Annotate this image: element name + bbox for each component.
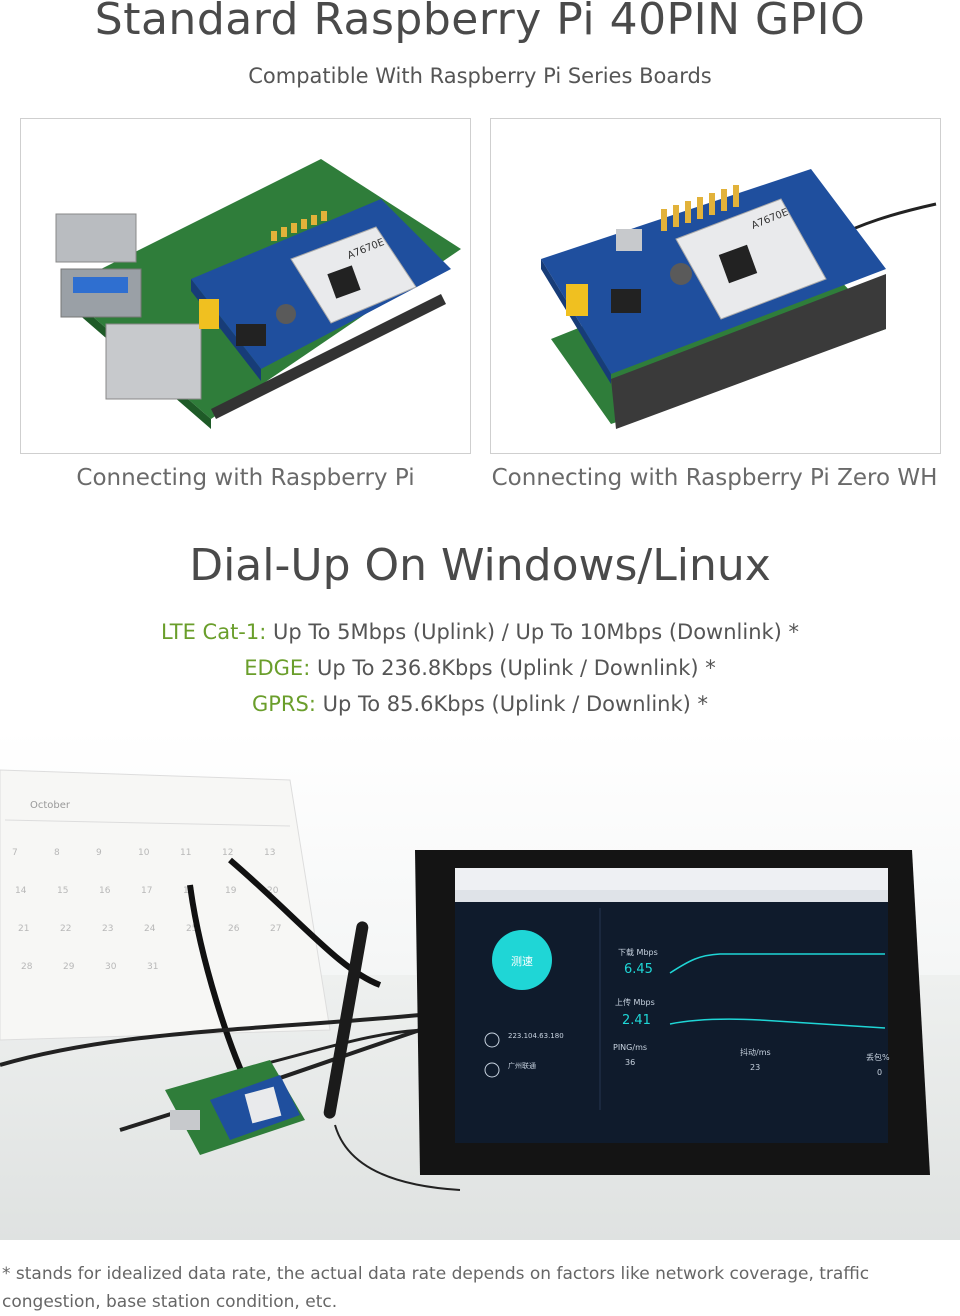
upload-value: 2.41 [622,1013,651,1028]
loss-label: 丢包% [866,1052,890,1062]
calendar-day: 11 [180,848,191,858]
calendar-day: 28 [21,962,33,972]
calendar-day: 20 [267,886,279,896]
spec-gprs: GPRS: Up To 85.6Kbps (Uplink / Downlink)… [0,692,960,716]
calendar-day: 19 [225,886,237,896]
speedtest-button: 测速 [511,955,533,968]
page-title: Standard Raspberry Pi 40PIN GPIO [94,0,866,45]
jitter-label: 抖动/ms [740,1047,771,1057]
calendar-day: 16 [99,886,111,896]
calendar-day: 29 [63,962,75,972]
ping-label: PING/ms [613,1043,647,1052]
ip-address: 223.104.63.180 [508,1032,564,1040]
spec-text: Up To 5Mbps (Uplink) / Up To 10Mbps (Dow… [266,620,800,644]
ping-value: 36 [625,1058,635,1067]
upload-label: 上传 Mbps [615,997,655,1007]
calendar-day: 25 [186,924,197,934]
calendar-day: 17 [141,886,152,896]
raspberry-pi-hat-illustration: A7670E [55,159,461,429]
calendar-day: 22 [60,924,71,934]
section-title: Dial-Up On Windows/Linux [189,540,771,591]
photo-raspberry-pi: A7670E [20,118,471,454]
jitter-value: 23 [750,1063,760,1072]
spec-edge: EDGE: Up To 236.8Kbps (Uplink / Downlink… [0,656,960,680]
calendar-day: 14 [15,886,27,896]
spec-text: Up To 236.8Kbps (Uplink / Downlink) * [310,656,716,680]
spec-key: EDGE: [244,656,311,680]
calendar-day: 30 [105,962,117,972]
calendar-day: 7 [12,848,18,858]
raspberry-pi-zero-hat-illustration: A7670E [541,169,937,429]
calendar-day: 10 [138,848,150,858]
caption-raspberry-pi: Connecting with Raspberry Pi [76,465,415,491]
loss-value: 0 [877,1068,882,1077]
calendar-day: 9 [96,848,102,858]
caption-raspberry-pi-zero: Connecting with Raspberry Pi Zero WH [491,465,938,491]
calendar-day: 24 [144,924,156,934]
calendar-day: 8 [54,848,60,858]
calendar-day: 13 [264,848,275,858]
isp-name: 广州联通 [508,1061,536,1070]
calendar-day: 26 [228,924,240,934]
spec-key: LTE Cat-1: [160,620,267,644]
calendar-month: October [30,800,71,811]
download-value: 6.45 [624,962,653,977]
page-subtitle: Compatible With Raspberry Pi Series Boar… [248,64,712,88]
download-label: 下载 Mbps [618,947,658,957]
footnote: * stands for idealized data rate, the ac… [2,1264,870,1312]
photo-raspberry-pi-zero: A7670E [490,118,941,454]
calendar-day: 23 [102,924,113,934]
calendar-day: 15 [57,886,68,896]
calendar-day: 12 [222,848,233,858]
spec-key: GPRS: [251,692,316,716]
calendar-day: 27 [270,924,281,934]
calendar: October [0,769,331,1041]
calendar-day: 31 [147,962,158,972]
calendar-day: 21 [18,924,29,934]
spec-lte: LTE Cat-1: Up To 5Mbps (Uplink) / Up To … [0,620,960,644]
spec-text: Up To 85.6Kbps (Uplink / Downlink) * [315,692,709,716]
